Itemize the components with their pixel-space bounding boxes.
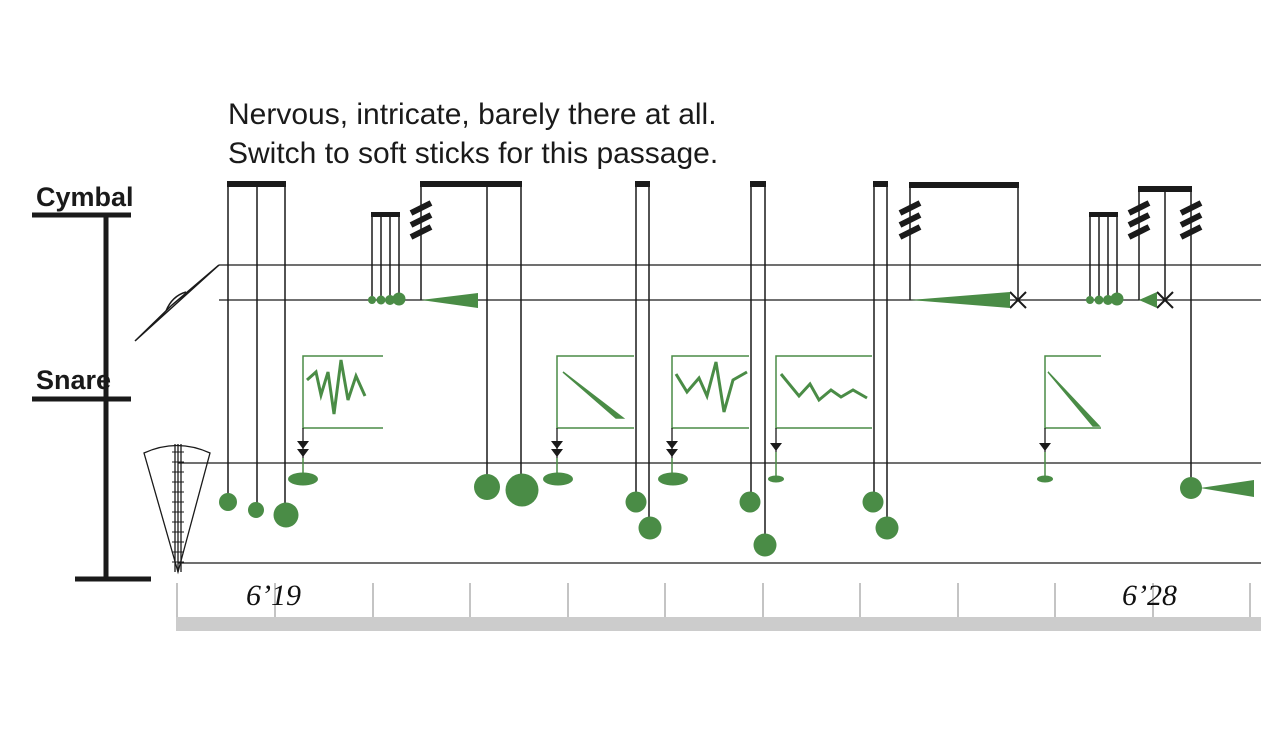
snare-label: Snare — [36, 365, 111, 395]
note-heads — [219, 292, 1202, 557]
flat-note-heads — [288, 472, 1053, 486]
time-label-end: 6’28 — [1122, 579, 1177, 612]
dynamic-wedges — [421, 292, 1254, 497]
instruction-line-1: Nervous, intricate, barely there at all. — [228, 98, 717, 131]
cymbal-icon — [134, 264, 220, 342]
cymbal-label: Cymbal — [36, 182, 134, 212]
attack-markers — [297, 428, 1051, 458]
timeline — [176, 583, 1261, 631]
choke-x-marks — [1009, 291, 1174, 309]
beams — [227, 181, 1192, 217]
envelope-shapes — [306, 359, 1101, 427]
envelope-boxes — [302, 355, 1101, 429]
stems-and-beams — [227, 184, 1192, 545]
tremolo-marks — [409, 200, 1203, 240]
snare-icon — [143, 444, 211, 575]
instrument-rail — [32, 212, 151, 582]
staff-lines — [178, 264, 1261, 564]
time-label-start: 6’19 — [246, 579, 301, 612]
instruction-line-2: Switch to soft sticks for this passage. — [228, 137, 718, 170]
